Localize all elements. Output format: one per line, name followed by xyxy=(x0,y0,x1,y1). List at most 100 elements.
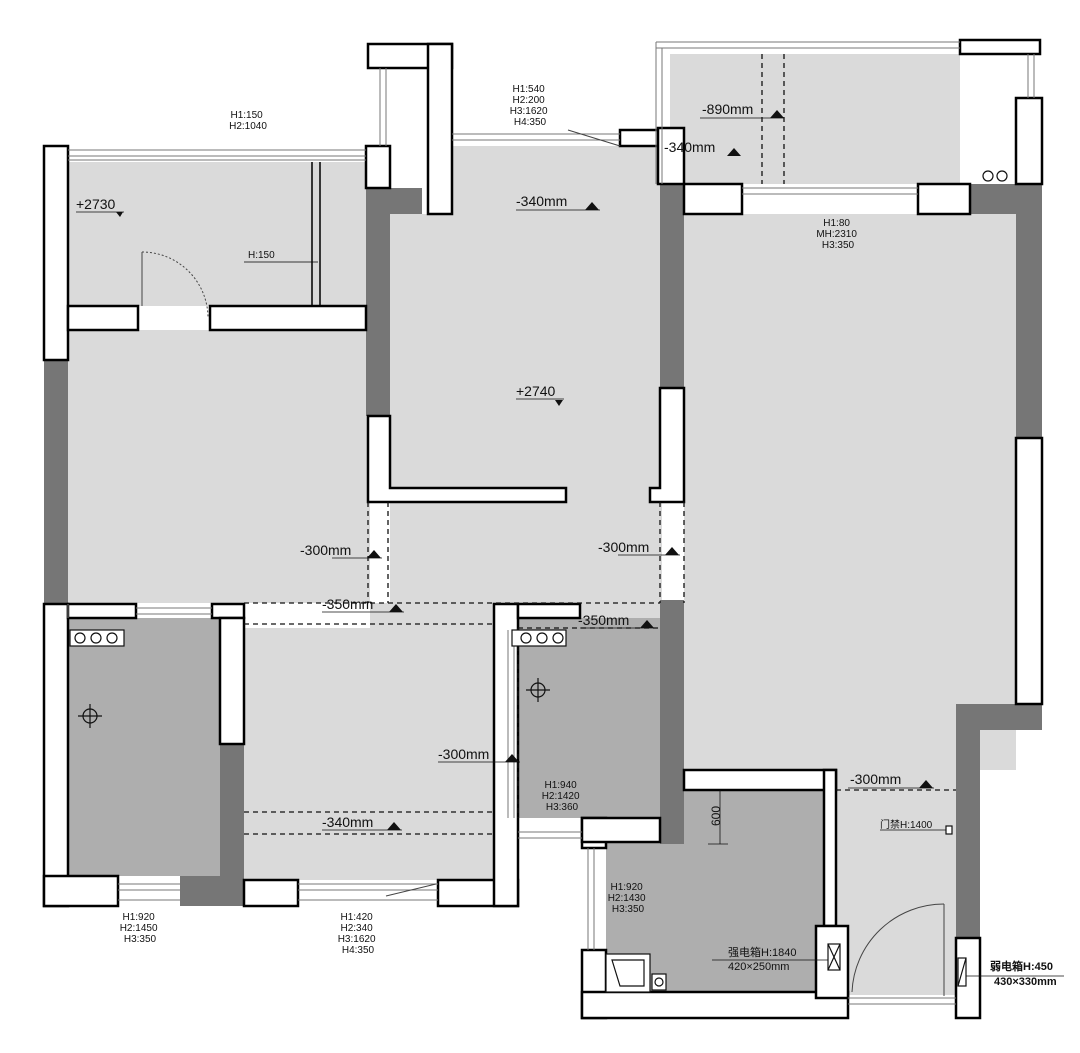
drain-icon xyxy=(651,973,667,991)
level-center-room: +2740 xyxy=(516,383,556,399)
socket-icon xyxy=(996,170,1008,182)
bearing-wall xyxy=(44,360,68,604)
level-bath-beam: -300mm xyxy=(438,746,489,762)
wall xyxy=(682,182,744,216)
level-underlines xyxy=(76,117,934,831)
window-top-left xyxy=(68,149,366,161)
window-ceiling-strip xyxy=(67,604,212,618)
labels: H1:150 H2:1040 H1:540 H2:200 H3:1620 H4:… xyxy=(76,84,1057,988)
window-balcony-bottom xyxy=(742,187,918,195)
level-balcony-top: -890mm xyxy=(702,101,753,117)
dimension-600-label: 600 xyxy=(709,806,723,826)
floor-drain-icon xyxy=(526,678,550,702)
annotation-bath-window: H1:940 H2:1420 H3:360 xyxy=(542,780,583,813)
partition xyxy=(244,162,321,306)
bearing-walls xyxy=(44,184,1042,938)
door-access-label: 门禁H:1400 xyxy=(880,818,933,831)
leader-lines xyxy=(708,790,1064,977)
level-triangle xyxy=(389,604,403,612)
bearing-wall xyxy=(390,188,422,214)
beam-line xyxy=(244,811,494,835)
wall xyxy=(1014,436,1044,706)
level-triangle xyxy=(387,822,401,830)
window-kitchen-left xyxy=(587,848,595,950)
window-balcony-top xyxy=(655,41,960,184)
socket-icon xyxy=(536,632,548,644)
annotation-bedroom-left-window: H1:920 H2:1450 H3:350 xyxy=(120,912,161,945)
annotation-kitchen-window: H1:920 H2:1430 H3:350 xyxy=(608,882,649,915)
annotation-window-top-left: H1:150 H2:1040 xyxy=(229,110,267,132)
level-entry-beam: -300mm xyxy=(850,771,901,787)
level-markers xyxy=(116,110,933,830)
socket-icon xyxy=(982,170,994,182)
wall xyxy=(516,602,582,620)
wall xyxy=(822,768,838,928)
window-balcony-right xyxy=(1027,54,1035,98)
wall xyxy=(648,386,686,504)
bearing-wall xyxy=(1016,184,1042,438)
bearing-wall xyxy=(660,184,684,388)
strong-box-size: 420×250mm xyxy=(728,961,789,973)
socket-icon xyxy=(552,632,564,644)
annotation-window-top-center: H1:540 H2:200 H3:1620 H4:350 xyxy=(510,84,551,128)
floor-drain-icon xyxy=(78,704,102,728)
socket-icon xyxy=(74,632,86,644)
socket-icon xyxy=(90,632,102,644)
door-access-icon xyxy=(945,825,953,835)
wall xyxy=(364,144,392,190)
strong-box-title: 强电箱H:1840 xyxy=(728,945,796,959)
left-bath-floor xyxy=(68,618,220,876)
door-entry xyxy=(851,903,945,993)
beam-line xyxy=(659,502,685,603)
wall xyxy=(1014,96,1044,186)
beam-line xyxy=(367,502,389,603)
wall xyxy=(682,768,838,792)
level-triangle xyxy=(585,202,599,210)
bearing-wall xyxy=(660,600,684,844)
wall xyxy=(580,990,850,1020)
living-right-floor xyxy=(684,214,1016,770)
level-beam-center: -300mm xyxy=(598,539,649,555)
wall xyxy=(916,182,972,216)
doors xyxy=(141,129,945,996)
wall xyxy=(42,874,120,908)
top-corridor-floor xyxy=(450,146,662,214)
wall xyxy=(42,144,70,362)
level-triangle xyxy=(505,754,519,762)
level-triangle xyxy=(727,148,741,156)
level-triangle xyxy=(770,110,784,118)
window-entry-bottom xyxy=(848,997,956,1005)
wall xyxy=(580,816,662,844)
level-left-room: +2730 xyxy=(76,196,116,212)
wall xyxy=(426,42,454,216)
window-bedroom-bottom xyxy=(298,883,438,901)
door-bedroom-bottom xyxy=(385,883,437,897)
window-bath-right xyxy=(507,630,515,818)
walls xyxy=(42,38,1044,1020)
level-triangle xyxy=(665,547,679,555)
beam-line xyxy=(244,602,660,625)
wall xyxy=(218,616,246,746)
level-bottom-corridor: -340mm xyxy=(322,814,373,830)
center-room-floor xyxy=(390,214,662,603)
annotation-balcony-window: H1:80 MH:2310 H3:350 xyxy=(816,218,859,251)
bearing-wall xyxy=(366,188,390,416)
mid-bath-floor xyxy=(510,618,660,818)
middle-bedroom-floor xyxy=(244,628,494,880)
socket-icon xyxy=(106,632,118,644)
level-top-corridor: -340mm xyxy=(516,193,567,209)
beam-line xyxy=(761,54,785,184)
wall xyxy=(208,304,368,332)
door-top-corridor xyxy=(567,129,621,147)
level-triangle xyxy=(919,780,933,788)
partition-height: H:150 xyxy=(248,250,275,261)
annotation-bedroom-bottom-window: H1:420 H2:340 H3:1620 H4:350 xyxy=(338,912,379,956)
living-left-floor xyxy=(68,330,370,603)
wall xyxy=(958,38,1042,56)
wall xyxy=(210,602,246,620)
left-upper-room-floor xyxy=(68,162,370,306)
level-balcony-step: -340mm xyxy=(664,139,715,155)
level-triangle xyxy=(367,550,381,558)
weak-box-title: 弱电箱H:450 xyxy=(990,959,1053,973)
wall xyxy=(242,878,300,908)
